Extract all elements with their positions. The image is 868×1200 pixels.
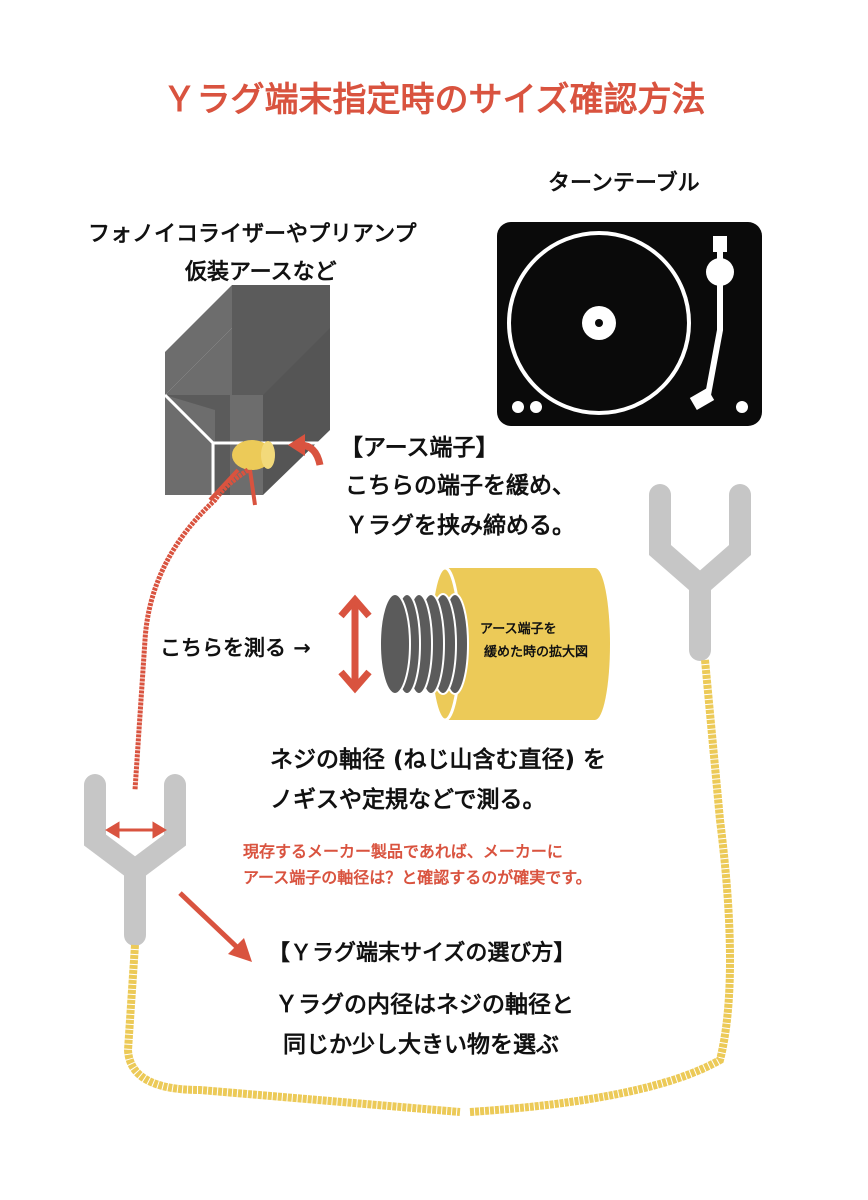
maker-note-2: アース端子の軸径は？と確認するのが確実です。 xyxy=(243,868,592,887)
measure-method-2: ノギスや定規などで測る。 xyxy=(270,787,546,813)
red-cable xyxy=(132,467,250,791)
terminal-note-line2: Ｙラグを挟み締める。 xyxy=(345,513,575,539)
zoom-label-1: アース端子を xyxy=(480,622,557,637)
zoomed-terminal-icon xyxy=(379,566,610,722)
zoom-label-2: 緩めた時の拡大図 xyxy=(484,645,589,660)
terminal-note-line1: こちらの端子を緩め、 xyxy=(345,473,575,499)
device-box-icon xyxy=(161,285,334,495)
page-title: Ｙラグ端末指定時のサイズ確認方法 xyxy=(162,80,706,120)
inner-width-arrow-icon xyxy=(105,821,167,839)
pointer-arrow-icon xyxy=(178,891,242,952)
diameter-arrow-icon xyxy=(338,594,372,694)
selection-text-1: Ｙラグの内径はネジの軸径と xyxy=(275,992,574,1018)
measure-label: こちらを測る → xyxy=(160,636,311,660)
device-label-1: フォノイコライザーやプリアンプ xyxy=(88,222,417,247)
y-lug-right-icon xyxy=(649,484,751,661)
measure-method-1: ネジの軸径 (ねじ山含む直径) を xyxy=(270,747,607,773)
terminal-note-heading: 【アース端子】 xyxy=(340,435,499,461)
y-lug-left-icon xyxy=(84,774,186,946)
yellow-cable xyxy=(123,659,734,1116)
turntable-icon xyxy=(497,222,762,426)
turntable-label: ターンテーブル xyxy=(548,171,700,196)
selection-heading: 【Ｙラグ端末サイズの選び方】 xyxy=(268,941,576,966)
device-label-2: 仮装アースなど xyxy=(185,260,337,285)
selection-text-2: 同じか少し大きい物を選ぶ xyxy=(283,1032,559,1058)
maker-note-1: 現存するメーカー製品であれば、メーカーに xyxy=(243,842,563,861)
